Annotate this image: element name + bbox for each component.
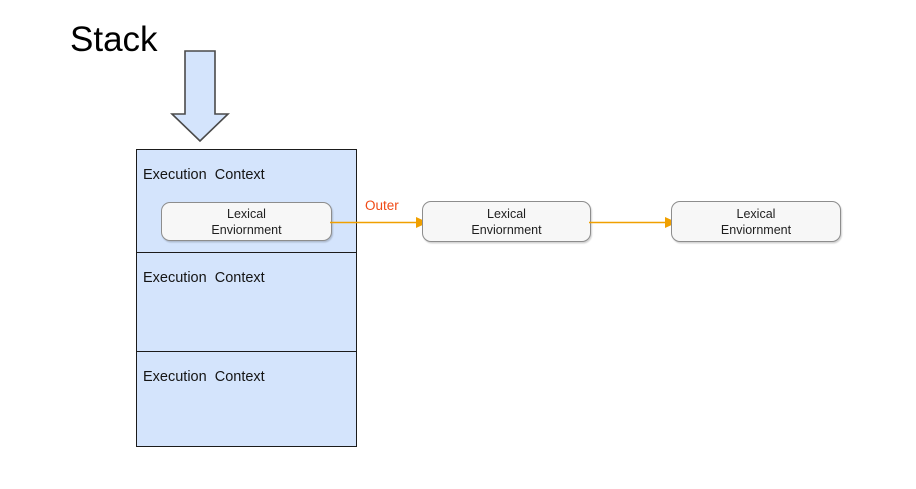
stack-frame-3[interactable]: Execution Context xyxy=(137,351,356,448)
lexical-environment-box-2[interactable]: Lexical Enviornment xyxy=(422,201,591,242)
call-stack: Execution Context Execution Context Exec… xyxy=(136,149,357,447)
lexical-environment-box-1[interactable]: Lexical Enviornment xyxy=(161,202,332,241)
down-arrow-icon xyxy=(168,48,232,144)
connector-arrow-1 xyxy=(330,211,428,235)
execution-context-label: Execution Context xyxy=(143,369,265,385)
connector-arrow-2 xyxy=(589,211,677,235)
execution-context-label: Execution Context xyxy=(143,270,265,286)
execution-context-label: Execution Context xyxy=(143,167,265,183)
lexical-environment-label-2: Lexical Enviornment xyxy=(471,206,542,237)
page-title: Stack xyxy=(70,20,158,59)
outer-connector-label: Outer xyxy=(365,198,399,213)
lexical-environment-box-3[interactable]: Lexical Enviornment xyxy=(671,201,841,242)
stack-frame-1[interactable]: Execution Context xyxy=(137,150,356,252)
lexical-environment-label-1: Lexical Enviornment xyxy=(211,206,282,237)
lexical-environment-label-3: Lexical Enviornment xyxy=(720,206,792,237)
stack-frame-2[interactable]: Execution Context xyxy=(137,252,356,351)
